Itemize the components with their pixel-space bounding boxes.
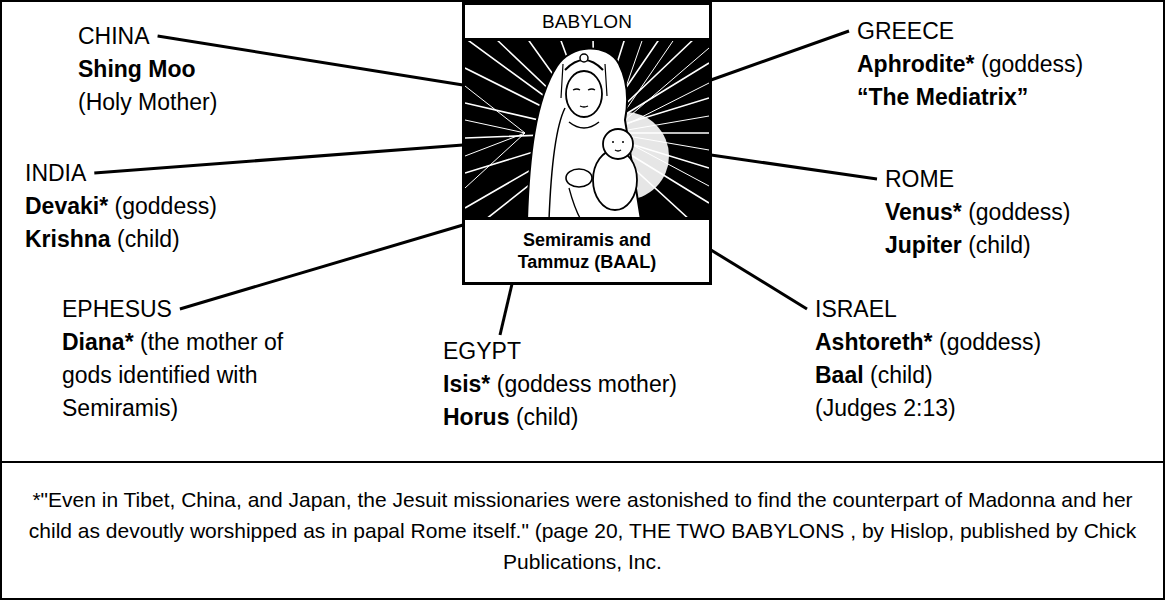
label-line: Baal(child) bbox=[815, 359, 1041, 392]
region-label: INDIADevaki*(goddess)Krishna(child) bbox=[25, 157, 217, 256]
deity-name: Baal bbox=[815, 362, 864, 388]
deity-note: (child) bbox=[117, 226, 180, 252]
label-line: Aphrodite*(goddess) bbox=[857, 48, 1083, 81]
deity-note: (goddess) bbox=[939, 329, 1041, 355]
label-line: Krishna(child) bbox=[25, 223, 217, 256]
region-label: ISRAELAshtoreth*(goddess)Baal(child)(Jud… bbox=[815, 293, 1041, 425]
region-label: CHINA Shing Moo (Holy Mother) bbox=[78, 20, 217, 119]
deity-name: Horus bbox=[443, 404, 509, 430]
deity-name: Diana* bbox=[62, 329, 134, 355]
region-name: INDIA bbox=[25, 160, 86, 186]
deity-note: (goddess) bbox=[968, 199, 1070, 225]
box-title: BABYLON bbox=[542, 11, 632, 32]
connector-line bbox=[158, 36, 463, 85]
deity-name: Shing Moo bbox=[78, 56, 196, 82]
label-line: (Holy Mother) bbox=[78, 86, 217, 119]
deity-name: Aphrodite* bbox=[857, 51, 975, 77]
deity-name: Isis* bbox=[443, 371, 490, 397]
caption-panel: *"Even in Tibet, China, and Japan, the J… bbox=[0, 461, 1165, 600]
connector-line bbox=[94, 145, 463, 173]
label-line: Shing Moo bbox=[78, 53, 217, 86]
region-label: GREECE Aphrodite*(goddess) “The Mediatrix” bbox=[857, 15, 1083, 114]
deity-note: (goddess) bbox=[115, 193, 217, 219]
connector-line bbox=[711, 155, 877, 179]
label-line: Venus*(goddess) bbox=[885, 196, 1070, 229]
label-line: GREECE bbox=[857, 15, 1083, 48]
region-label: EPHESUS Diana*(the mother of gods identif… bbox=[62, 293, 324, 425]
region-name: EGYPT bbox=[443, 338, 521, 364]
deity-name: Krishna bbox=[25, 226, 111, 252]
deity-name: Ashtoreth* bbox=[815, 329, 933, 355]
label-line: EGYPT bbox=[443, 335, 677, 368]
figure-name: Semiramis and Tammuz (BAAL) bbox=[505, 229, 670, 273]
region-label: ROMEVenus*(goddess)Jupiter(child) bbox=[885, 163, 1070, 262]
deity-note: (child) bbox=[516, 404, 579, 430]
region-name: ROME bbox=[885, 166, 954, 192]
connector-line bbox=[711, 250, 807, 309]
box-header: BABYLON bbox=[465, 5, 709, 41]
deity-name: Devaki* bbox=[25, 193, 108, 219]
label-line: Diana*(the mother of gods identified wit… bbox=[62, 326, 324, 425]
label-line: EPHESUS bbox=[62, 293, 324, 326]
connector-line bbox=[711, 31, 849, 80]
label-line: “The Mediatrix” bbox=[857, 81, 1083, 114]
connector-line bbox=[500, 284, 512, 335]
label-line: Devaki* (goddess) bbox=[25, 190, 217, 223]
label-line: INDIA bbox=[25, 157, 217, 190]
deity-note: (child) bbox=[870, 362, 933, 388]
label-line: Horus (child) bbox=[443, 401, 677, 434]
deity-name: Jupiter bbox=[885, 232, 962, 258]
deity-note: (goddess) bbox=[981, 51, 1083, 77]
deity-name: Venus* bbox=[885, 199, 962, 225]
region-name: ISRAEL bbox=[815, 296, 897, 322]
deity-note: (Holy Mother) bbox=[78, 89, 217, 115]
deity-note: (Judges 2:13) bbox=[815, 395, 956, 421]
region-label: EGYPT Isis* (goddess mother) Horus (child) bbox=[443, 335, 677, 434]
region-name: EPHESUS bbox=[62, 296, 172, 322]
label-line: Ashtoreth*(goddess) bbox=[815, 326, 1041, 359]
label-line: (Judges 2:13) bbox=[815, 392, 1041, 425]
deity-name: “The Mediatrix” bbox=[857, 84, 1028, 110]
deity-note: (child) bbox=[968, 232, 1031, 258]
caption-text: *"Even in Tibet, China, and Japan, the J… bbox=[16, 484, 1149, 577]
label-line: CHINA bbox=[78, 20, 217, 53]
region-name: GREECE bbox=[857, 18, 954, 44]
region-name: CHINA bbox=[78, 23, 150, 49]
connector-line bbox=[180, 225, 463, 309]
deity-note: (goddess mother) bbox=[497, 371, 677, 397]
label-line: ROME bbox=[885, 163, 1070, 196]
label-line: Jupiter(child) bbox=[885, 229, 1070, 262]
box-footer: Semiramis and Tammuz (BAAL) bbox=[465, 217, 709, 282]
label-line: Isis* (goddess mother) bbox=[443, 368, 677, 401]
madonna-illustration bbox=[465, 38, 709, 220]
center-box: BABYLON Semiramis and Tammuz (BAAL) bbox=[462, 2, 712, 285]
label-line: ISRAEL bbox=[815, 293, 1041, 326]
